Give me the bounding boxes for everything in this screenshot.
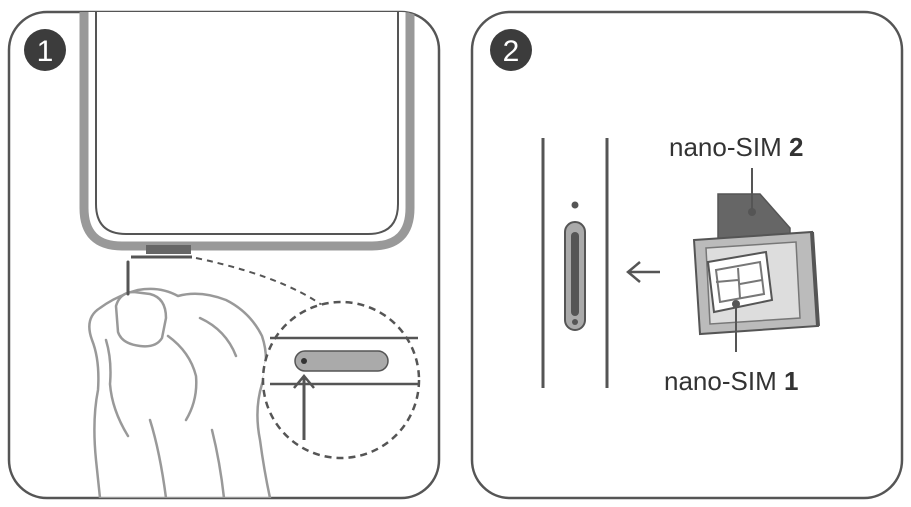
insert-arrow-head [626, 261, 641, 283]
sim-tray-slot [146, 245, 191, 254]
step-1-badge-circle [24, 29, 66, 71]
zoom-arrow-head [293, 374, 315, 389]
step-2-number: 2 [503, 35, 520, 68]
step-2-badge: 2 [490, 29, 532, 71]
sim-tray [692, 193, 820, 336]
finger-crease-1 [104, 338, 130, 438]
nano-sim-1-label: nano-SIM 1 [664, 366, 798, 396]
step-1-panel: 1 [7, 10, 441, 500]
nano-sim-2-label: nano-SIM 2 [669, 132, 803, 162]
nano-sim-1-contacts [715, 267, 763, 299]
side-hole-top [571, 201, 579, 209]
phone-screen-edge [95, 12, 399, 235]
finger-crease-2 [166, 334, 198, 422]
side-tray-inner [571, 232, 579, 316]
step-2-frame [470, 10, 904, 500]
sim-tray-cap [810, 231, 820, 327]
step-2-badge-circle [490, 29, 532, 71]
nano-sim-1-chip [714, 260, 766, 304]
thumb-nail [114, 290, 168, 348]
step-2-panel: nano-SIM 2 nano-SIM 1 2 [470, 10, 904, 500]
hand-illustration [88, 260, 272, 498]
leader-sim-2-dot [748, 208, 756, 216]
phone-illustration [79, 12, 415, 259]
insert-arrow [626, 261, 660, 283]
finger-crease-5 [210, 428, 226, 498]
leader-sim-1-dot [732, 300, 740, 308]
zoom-eject-hole [301, 358, 307, 364]
zoom-sim-tray [294, 350, 389, 372]
finger-crease-4 [148, 418, 168, 498]
zoom-detail [261, 300, 421, 460]
phone-side-view [541, 138, 609, 388]
label-leaders [732, 168, 756, 352]
step-1-badge: 1 [24, 29, 66, 71]
finger-crease-3 [198, 316, 238, 358]
side-hole-bottom [572, 319, 578, 325]
step-1-number: 1 [37, 35, 54, 68]
zoom-circle [261, 300, 421, 460]
